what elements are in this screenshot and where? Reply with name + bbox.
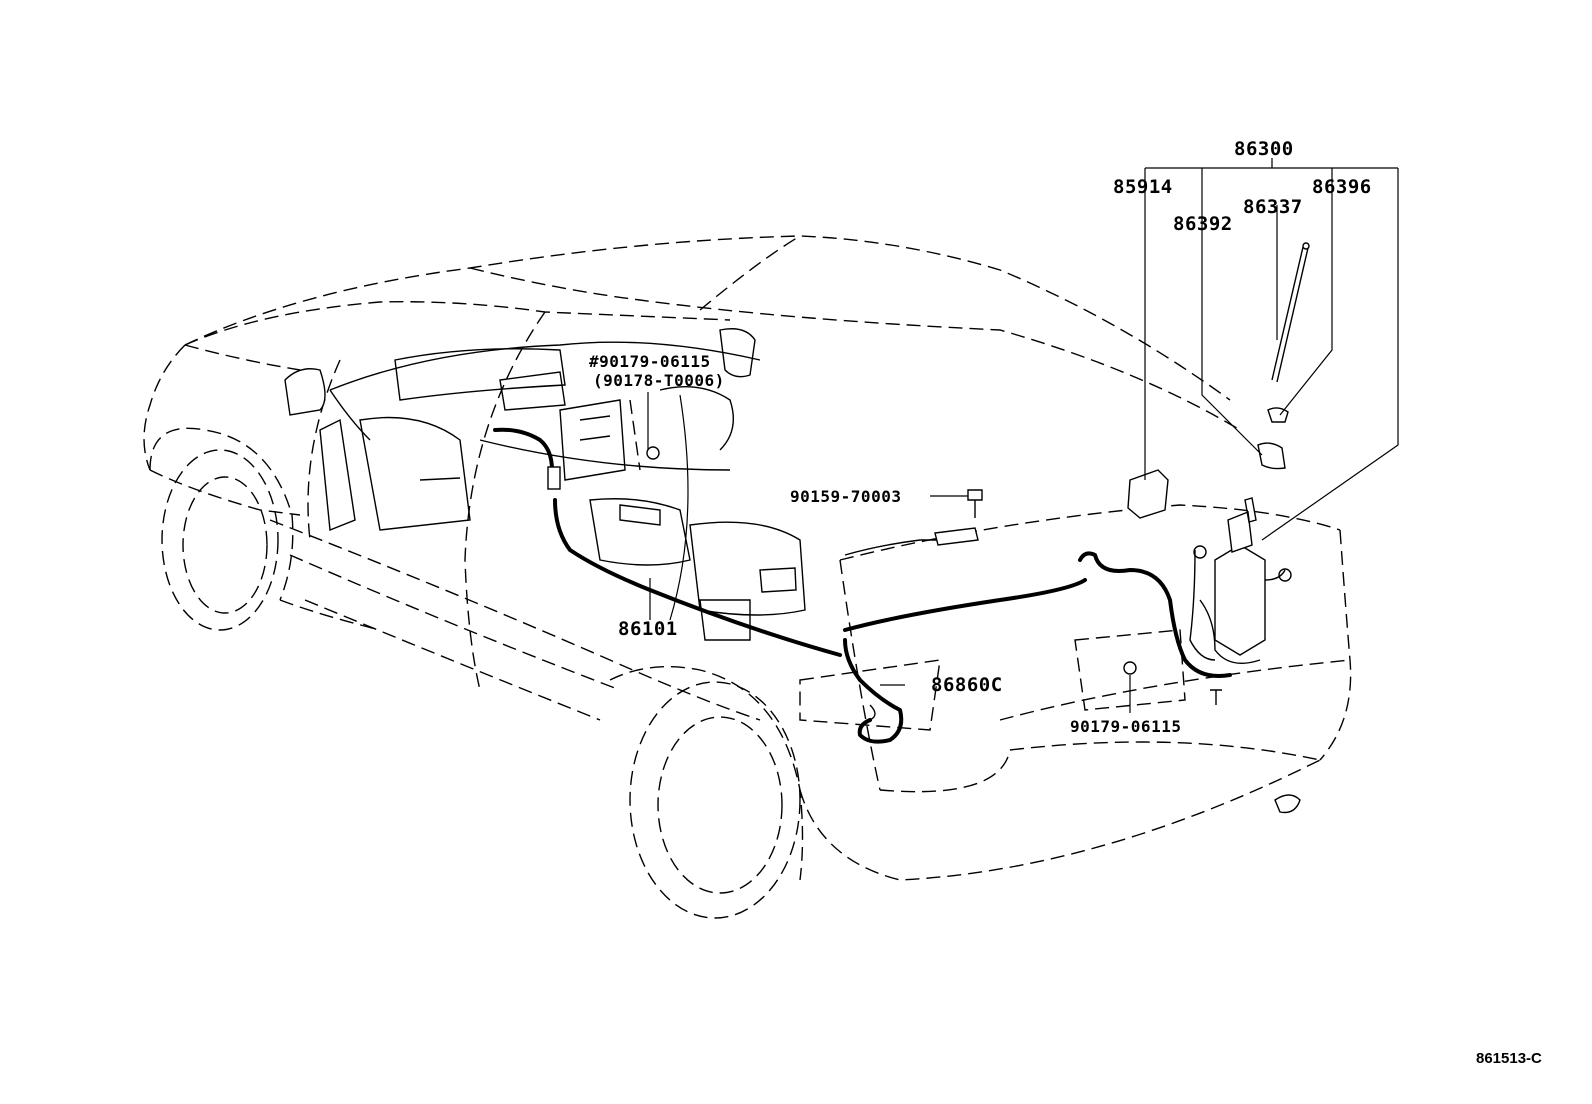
callout-90179-06115-upper: #90179-06115 xyxy=(589,352,711,371)
antenna-computer xyxy=(1127,469,1169,519)
callout-90159-70003: 90159-70003 xyxy=(790,487,902,506)
noise-filter xyxy=(934,527,979,546)
callout-86860c: 86860C xyxy=(931,674,1003,696)
car-body-outline xyxy=(143,235,1352,919)
antenna-mast xyxy=(1257,242,1310,470)
antenna-cord-86101 xyxy=(493,427,1232,678)
interior-outline xyxy=(284,328,806,641)
callout-86337: 86337 xyxy=(1243,196,1303,218)
antenna-motor-assembly xyxy=(1189,497,1292,705)
trunk-harness xyxy=(844,539,960,556)
callout-86396: 86396 xyxy=(1312,176,1372,198)
callout-90178-t0006: (90178-T0006) xyxy=(593,371,725,390)
callout-85914: 85914 xyxy=(1113,176,1173,198)
clamp-hardware xyxy=(646,446,1137,675)
callout-86101: 86101 xyxy=(618,618,678,640)
callout-86392: 86392 xyxy=(1173,213,1233,235)
callout-90179-06115-lower: 90179-06115 xyxy=(1070,717,1182,736)
callout-86300: 86300 xyxy=(1234,138,1294,160)
figure-reference: 861513-C xyxy=(1476,1050,1542,1067)
leader-lines xyxy=(629,158,1399,713)
antenna-cord-86860c xyxy=(843,638,904,744)
